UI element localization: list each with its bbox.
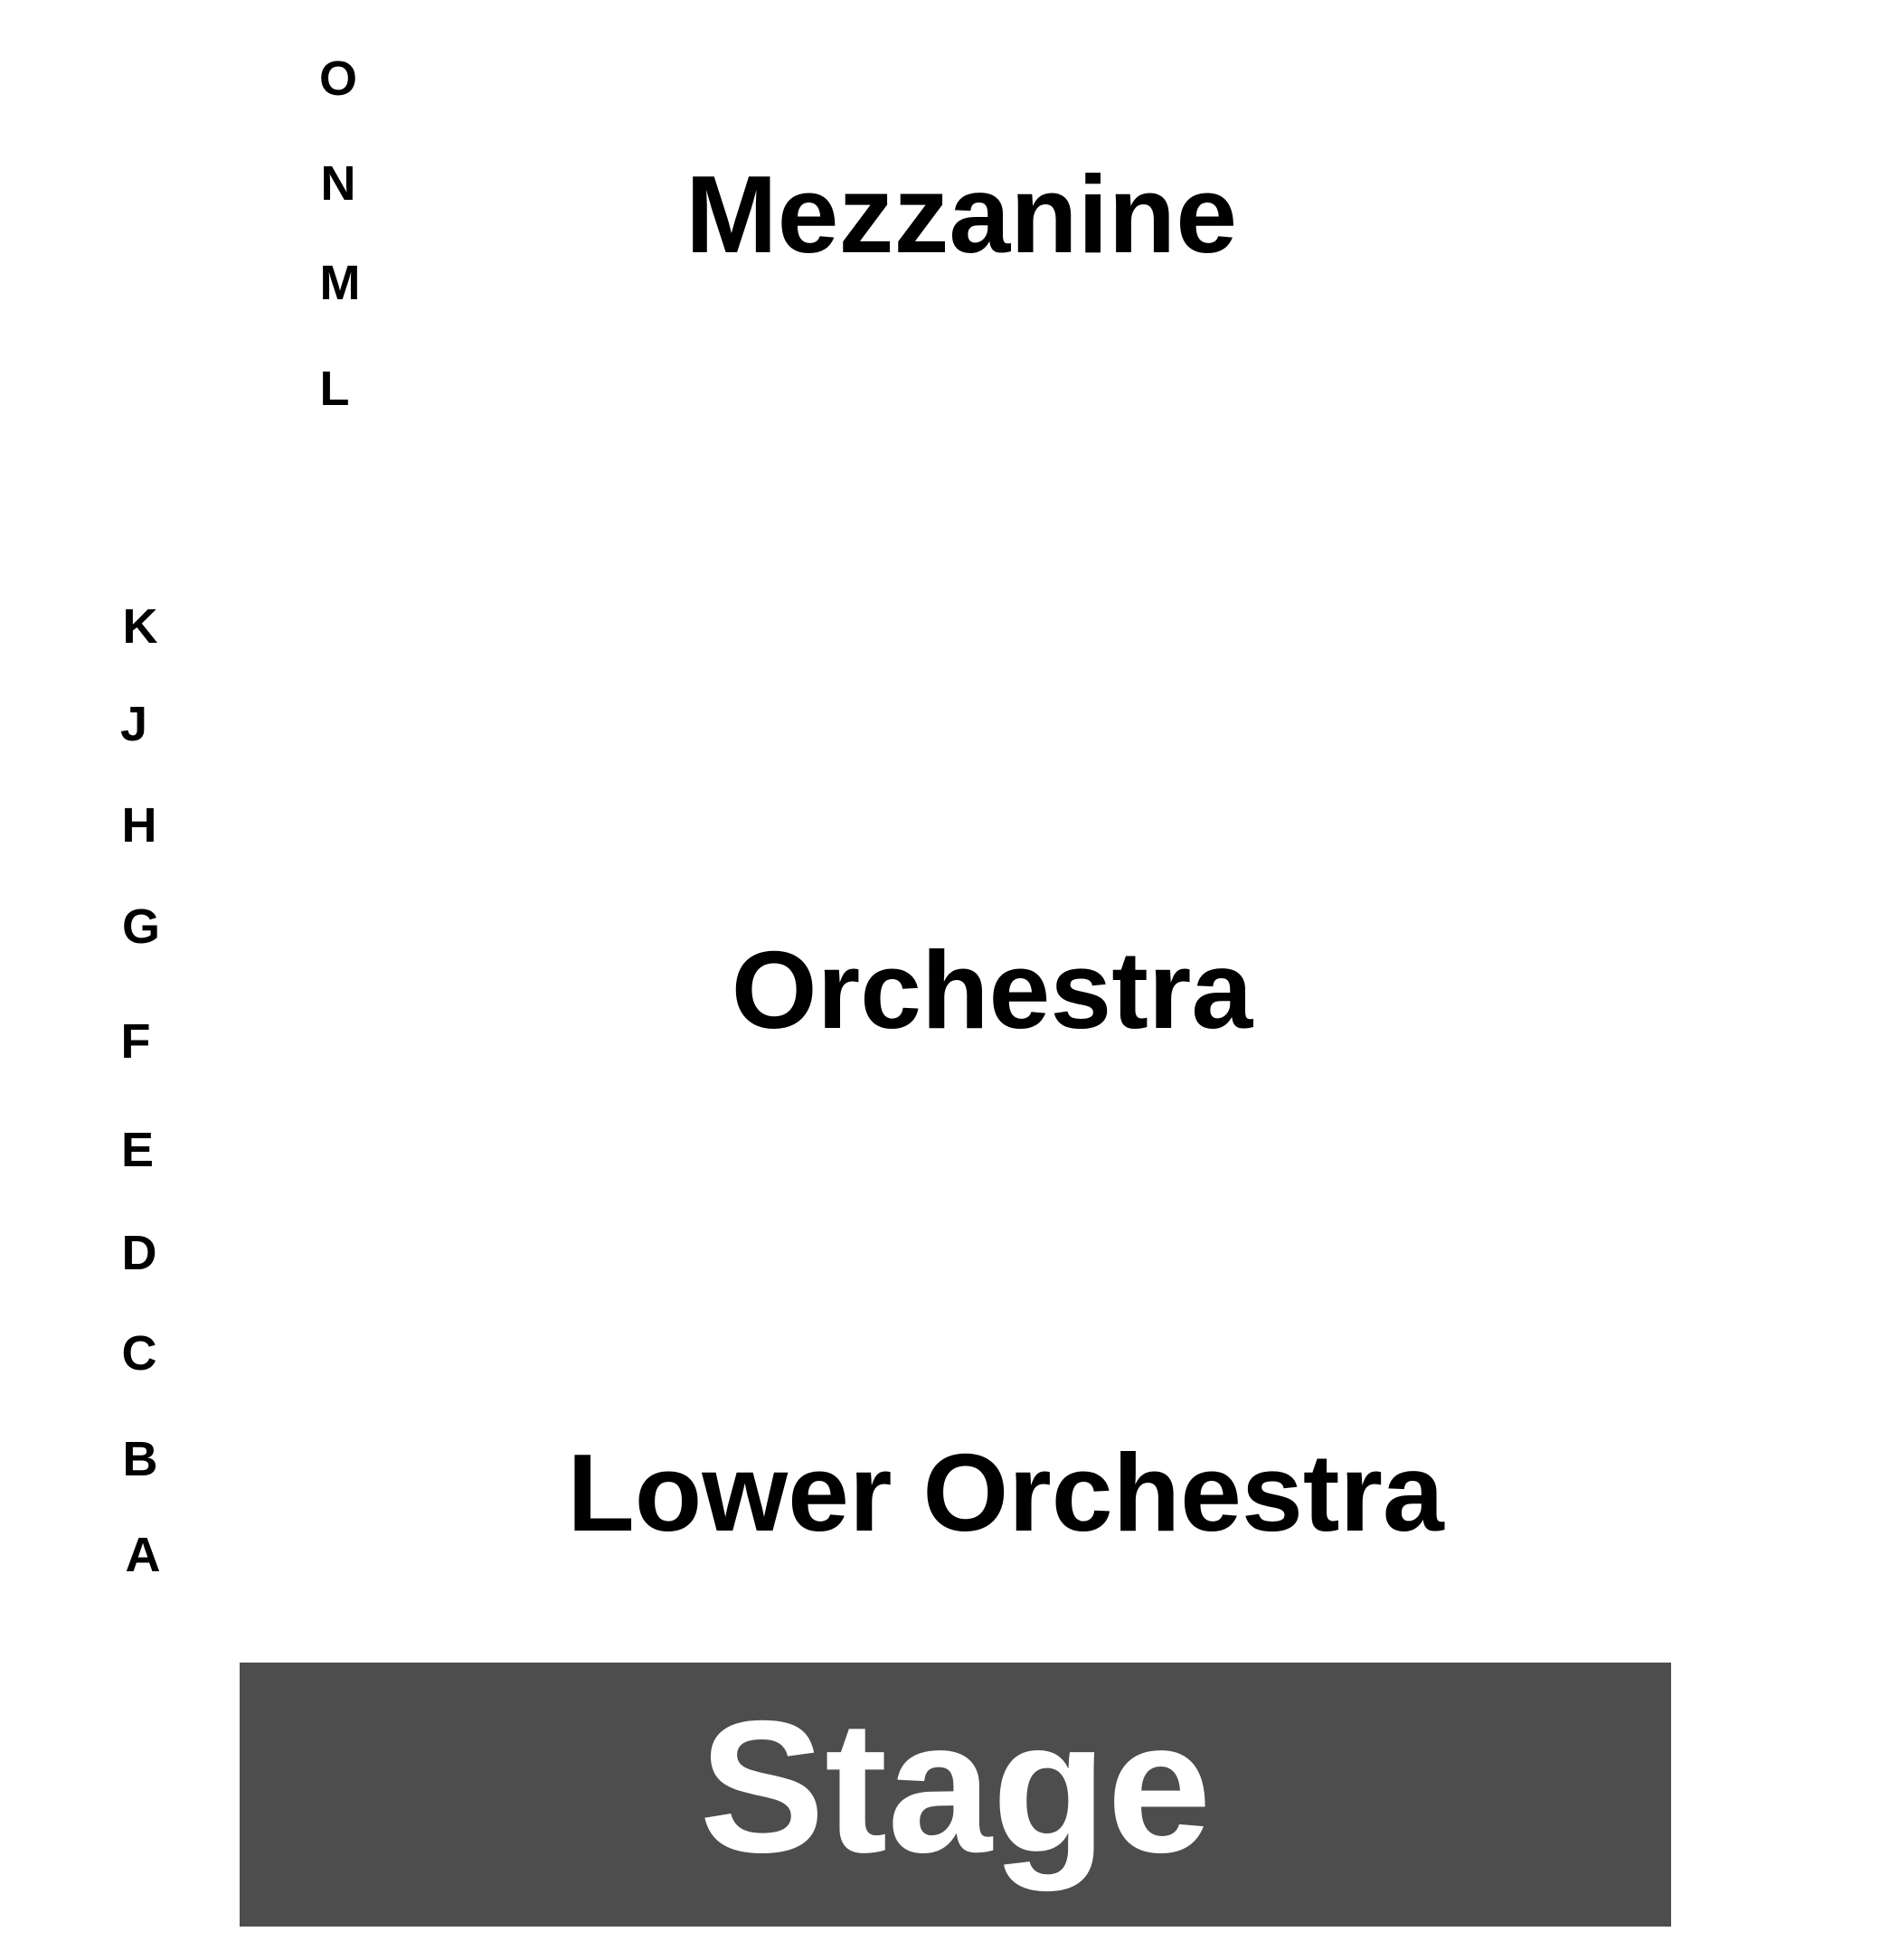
row-label-h: H xyxy=(121,798,157,853)
section-lower-orchestra: Lower Orchestra xyxy=(567,1431,1444,1554)
stage-area: Stage xyxy=(240,1663,1671,1927)
row-label-o: O xyxy=(318,52,357,106)
row-label-e: E xyxy=(120,1123,155,1177)
section-orchestra: Orchestra xyxy=(731,928,1253,1051)
row-label-k: K xyxy=(122,599,158,654)
row-label-g: G xyxy=(121,900,160,954)
section-mezzanine: Mezzanine xyxy=(685,153,1238,276)
row-label-j: J xyxy=(119,697,148,751)
stage-label: Stage xyxy=(699,1682,1212,1892)
row-label-c: C xyxy=(121,1326,157,1380)
row-label-d: D xyxy=(121,1226,157,1280)
row-label-m: M xyxy=(319,256,361,310)
row-label-l: L xyxy=(319,362,350,416)
row-label-n: N xyxy=(320,156,356,211)
row-label-f: F xyxy=(120,1014,151,1069)
row-label-a: A xyxy=(125,1528,161,1582)
row-label-b: B xyxy=(122,1432,158,1486)
